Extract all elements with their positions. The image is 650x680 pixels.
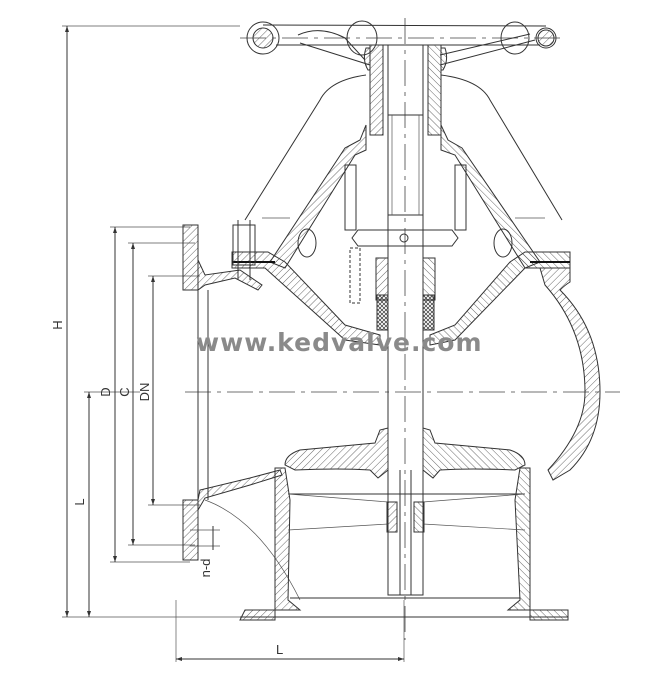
stem-pin xyxy=(351,229,459,247)
dimension-l-vertical: L xyxy=(72,391,140,617)
dimension-l-horizontal: L xyxy=(175,600,405,662)
center-lines xyxy=(185,18,620,640)
valve-disc xyxy=(284,427,526,533)
dim-label-h: H xyxy=(50,320,65,329)
watermark-text: www.kedvalve.com xyxy=(196,328,483,357)
dim-label-l-vertical: L xyxy=(72,498,87,505)
dim-label-d: D xyxy=(98,387,113,396)
dim-label-dn: DN xyxy=(137,383,152,402)
bonnet xyxy=(231,220,571,346)
yoke xyxy=(244,74,563,269)
dimension-h: H xyxy=(50,25,240,618)
dim-label-l-horizontal: L xyxy=(276,642,283,657)
dim-label-n-d: n-d xyxy=(198,559,213,578)
valve-body xyxy=(182,224,601,621)
dim-label-c: C xyxy=(117,387,132,396)
handwheel xyxy=(246,20,557,66)
